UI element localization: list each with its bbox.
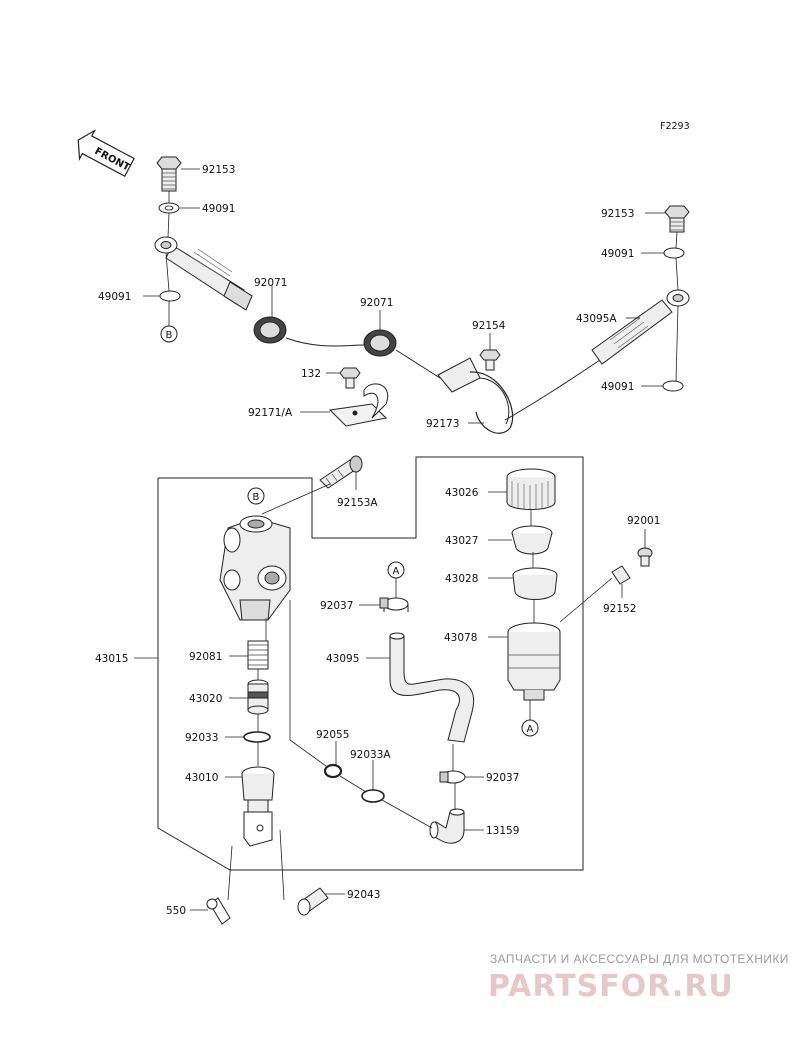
- label-92081: 92081: [189, 651, 222, 663]
- cotter-pin-550: [206, 897, 231, 925]
- label-92153-top-left: 92153: [202, 164, 235, 176]
- label-92071-mid: 92071: [360, 297, 393, 309]
- label-43095a: 43095A: [576, 313, 617, 325]
- label-92037-top: 92037: [320, 600, 353, 612]
- pin-92043: [297, 887, 329, 916]
- front-arrow-icon: FRONT: [77, 129, 135, 177]
- clamp-92173: [437, 357, 514, 434]
- svg-text:A: A: [393, 566, 400, 577]
- label-92033: 92033: [185, 732, 218, 744]
- label-132: 132: [301, 368, 321, 380]
- label-49091-left: 49091: [98, 291, 131, 303]
- part-labels: 92153 49091 49091 92071 92071 132 92171/…: [95, 164, 660, 917]
- label-49091-right-top: 49091: [601, 248, 634, 260]
- label-92037-bot: 92037: [486, 772, 519, 784]
- label-92055: 92055: [316, 729, 349, 741]
- cap-43026: [506, 468, 556, 510]
- hose-fitting-left: [154, 236, 253, 311]
- hose-fitting-right: [591, 289, 690, 365]
- washer-49091-right-top: [663, 247, 685, 259]
- svg-text:B: B: [166, 330, 173, 341]
- bolt-92153a: [319, 455, 363, 489]
- o-ring-92055: [323, 763, 343, 779]
- clamp-92037-top: [379, 597, 409, 612]
- callout-a-reservoir: A: [521, 719, 539, 737]
- label-43020: 43020: [189, 693, 222, 705]
- diagram-code: F2293: [660, 121, 690, 132]
- washer-49091-right-bot: [662, 380, 684, 392]
- leader-lines: [134, 168, 679, 911]
- bolt-132: [339, 367, 361, 389]
- hose-43095: [389, 632, 475, 743]
- label-92001: 92001: [627, 515, 660, 527]
- screw-92001: [637, 547, 653, 567]
- master-cylinder-body: [219, 515, 291, 621]
- fitting-13159: [429, 808, 465, 844]
- label-43015: 43015: [95, 653, 128, 665]
- svg-text:A: A: [527, 724, 534, 735]
- svg-text:B: B: [253, 492, 260, 503]
- label-43026: 43026: [445, 487, 479, 499]
- label-43010: 43010: [185, 772, 218, 784]
- clamp-92037-bot: [439, 770, 466, 784]
- bolt-92153-right: [664, 205, 690, 233]
- spring-92081: [247, 640, 269, 670]
- label-43028: 43028: [445, 573, 478, 585]
- reservoir-43078: [507, 622, 561, 701]
- label-49091-right-bot: 49091: [601, 381, 634, 393]
- label-92152: 92152: [603, 603, 636, 615]
- label-92043: 92043: [347, 889, 380, 901]
- assembly-outline: [157, 456, 584, 871]
- piston-43020: [247, 679, 269, 715]
- callout-b-left: B: [160, 325, 178, 343]
- label-92153a: 92153A: [337, 497, 378, 509]
- label-92153-right: 92153: [601, 208, 634, 220]
- label-92033a: 92033A: [350, 749, 391, 761]
- watermark-brand: PARTSFOR.RU: [488, 969, 734, 1004]
- washer-49091-left: [159, 290, 181, 302]
- bolt-92154: [479, 349, 501, 371]
- clamp-92171a: [328, 383, 389, 427]
- circlip-92033: [243, 731, 271, 743]
- label-550: 550: [166, 905, 186, 917]
- label-92071-left: 92071: [254, 277, 287, 289]
- pushrod-43010: [241, 766, 275, 847]
- label-49091-top-left: 49091: [202, 203, 235, 215]
- label-43095: 43095: [326, 653, 359, 665]
- label-92171a: 92171/A: [248, 407, 293, 419]
- label-92173: 92173: [426, 418, 459, 430]
- bolt-92153-left: [156, 156, 182, 192]
- watermark-tagline: ЗАПЧАСТИ И АКСЕССУАРЫ ДЛЯ МОТОТЕХНИКИ: [490, 952, 789, 966]
- collar-92152: [611, 565, 631, 585]
- callout-a-top: A: [387, 561, 405, 579]
- washer-49091-top-left: [158, 202, 180, 214]
- label-43078: 43078: [444, 632, 477, 644]
- callout-b-master: B: [247, 487, 265, 505]
- label-43027: 43027: [445, 535, 478, 547]
- grommet-92071-mid: [363, 329, 397, 357]
- plate-43027: [511, 525, 553, 555]
- grommet-92071-left: [253, 316, 287, 344]
- brake-hose: [285, 337, 441, 379]
- label-92154: 92154: [472, 320, 506, 332]
- diaphragm-43028: [512, 567, 558, 600]
- label-13159: 13159: [486, 825, 519, 837]
